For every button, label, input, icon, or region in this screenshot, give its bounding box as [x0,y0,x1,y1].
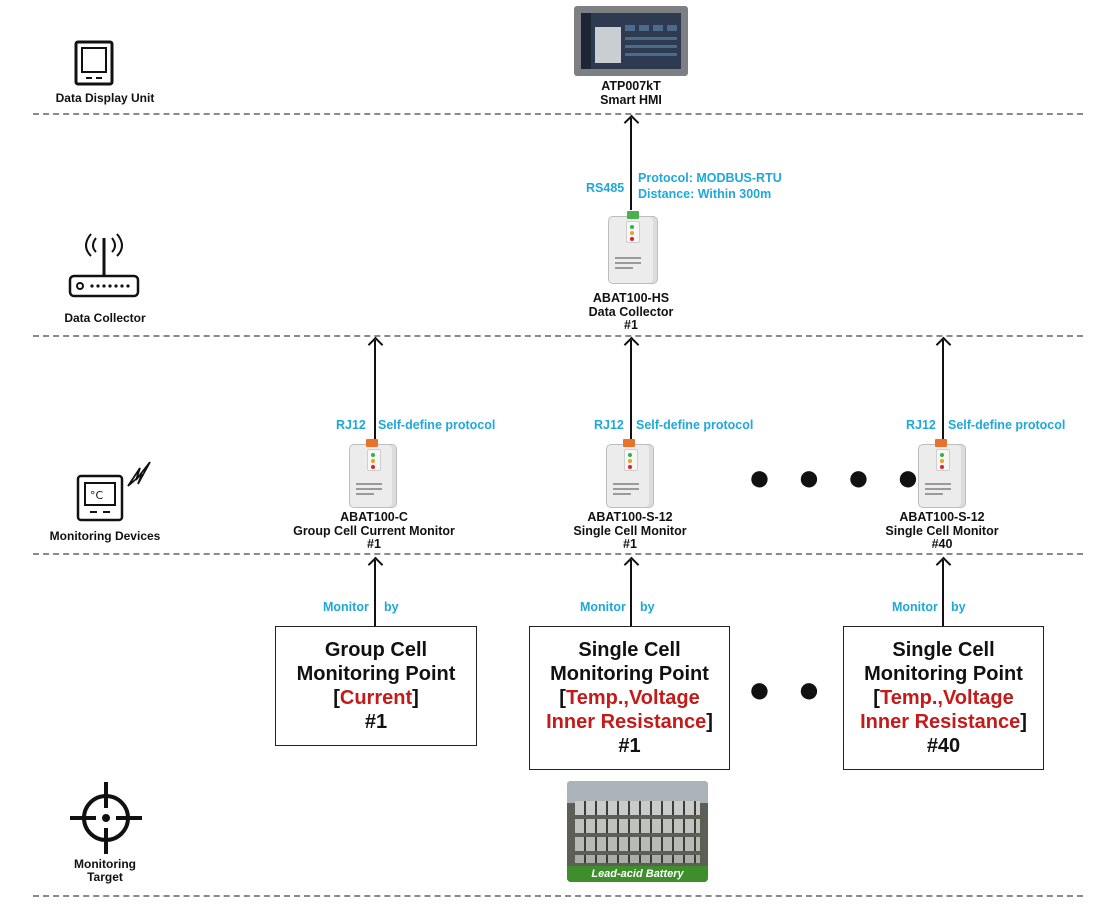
monitor-by-label: Monitor [580,600,626,614]
rj12-label: RJ12 [336,418,366,432]
collector-to-hmi-line [630,118,632,210]
self-define-protocol-label: Self-define protocol [378,418,496,432]
arrow-up-icon [623,336,640,353]
crosshair-icon [70,782,142,854]
tier-label-collector: Data Collector [64,311,146,325]
battery-caption: Lead-acid Battery [567,866,708,882]
tier-label-devices: Monitoring Devices [49,529,161,543]
tier-label-display: Data Display Unit [55,91,155,105]
single-cell-monitoring-point: Single Cell Monitoring Point [Temp.,Volt… [529,626,730,770]
rs485-label: RS485 [586,181,625,195]
point-to-monitor-line [374,560,376,626]
monitor-to-collector-line [374,340,376,440]
arrow-up-icon [623,556,640,573]
self-define-protocol-label: Self-define protocol [636,418,754,432]
single-cell-monitor-image [918,439,966,508]
display-unit-icon [74,40,114,86]
arrow-up-icon [935,336,952,353]
self-define-protocol-label: Self-define protocol [948,418,1066,432]
arrow-up-icon [623,114,640,131]
router-icon [68,233,140,298]
thermostat-icon: °C [76,461,151,522]
battery-rack-image: Lead-acid Battery [567,781,708,882]
tier-label-target: Monitoring Target [74,857,136,884]
monitor-to-collector-line [942,340,944,440]
monitor-to-collector-line [630,340,632,440]
group-current-monitor-image [349,439,397,508]
arrow-up-icon [935,556,952,573]
tier-divider [33,553,1083,555]
single-cell-monitor-image [606,439,654,508]
monitor-by-label: by [384,600,399,614]
collector-module-image [608,211,658,284]
monitor-by-label: by [951,600,966,614]
tier-divider [33,895,1083,897]
rj12-label: RJ12 [594,418,624,432]
monitor-by-label: Monitor [323,600,369,614]
monitor-by-label: by [640,600,655,614]
arrow-up-icon [367,336,384,353]
single-cell-monitoring-point: Single Cell Monitoring Point [Temp.,Volt… [843,626,1044,770]
point-to-monitor-line [942,560,944,626]
monitor-by-label: Monitor [892,600,938,614]
ellipsis: ● ● ● ● [748,457,928,499]
tier-divider [33,335,1083,337]
distance-label: Distance: Within 300m [638,187,772,201]
point-to-monitor-line [630,560,632,626]
protocol-label: Protocol: MODBUS-RTU [638,171,782,185]
hmi-screen-image [574,6,688,76]
rj12-label: RJ12 [906,418,936,432]
arrow-up-icon [367,556,384,573]
group-cell-monitoring-point: Group Cell Monitoring Point [Current] #1 [275,626,477,746]
tier-divider [33,113,1083,115]
svg-text:°C: °C [90,489,104,502]
